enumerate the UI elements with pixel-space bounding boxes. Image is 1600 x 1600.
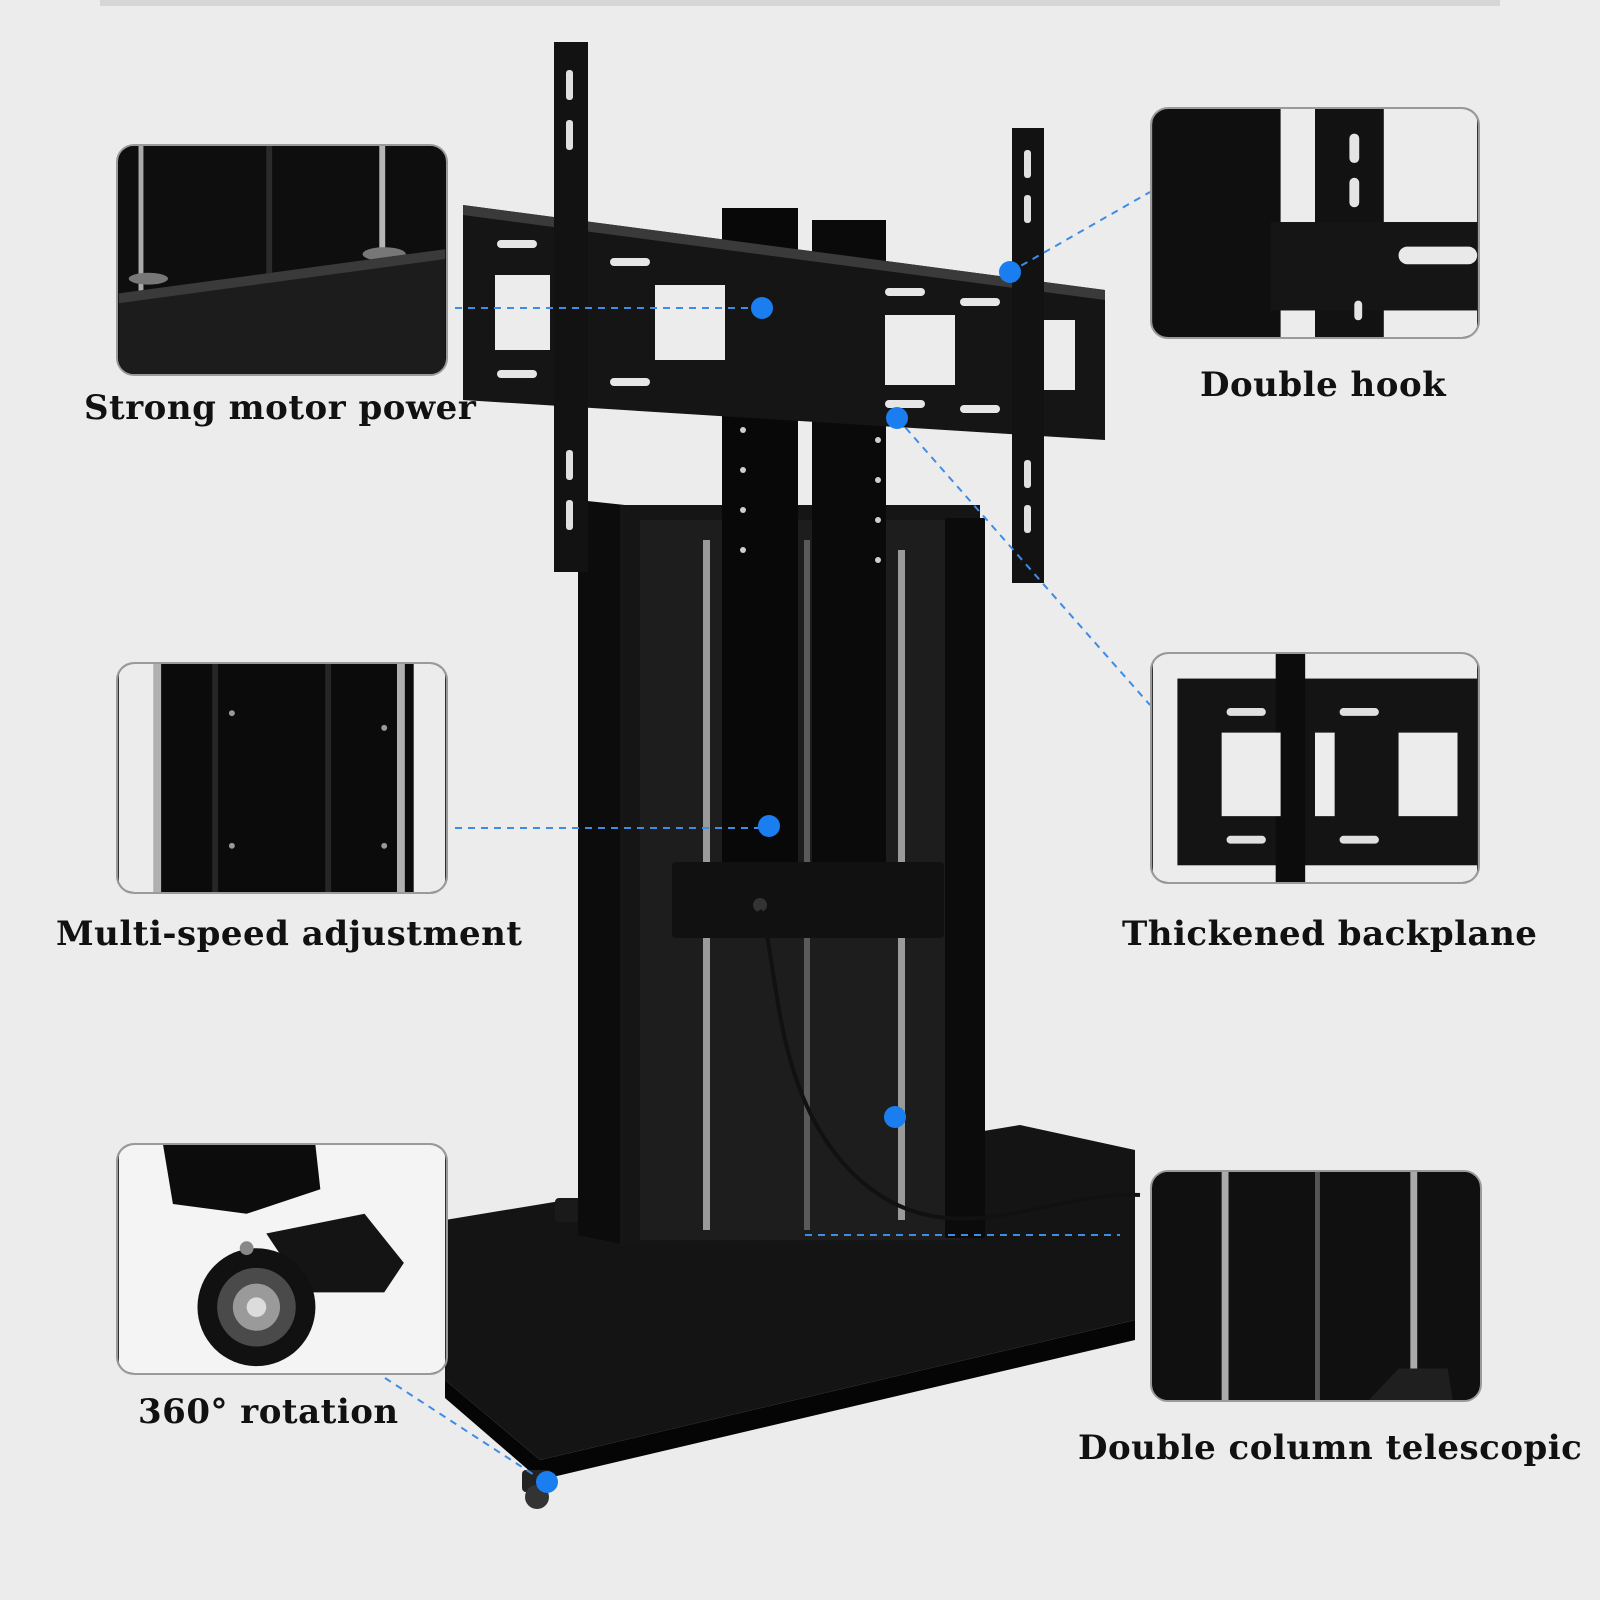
motor-detail-image [118, 146, 446, 374]
top-edge-strip [100, 0, 1500, 6]
callout-dot-rotation [536, 1471, 558, 1493]
column-detail-image [118, 664, 446, 892]
callout-dot-motor [751, 297, 773, 319]
backplane-detail-image [1152, 654, 1478, 882]
callout-line-hook [1009, 191, 1151, 273]
rotation-label: 360° rotation [138, 1392, 399, 1432]
speed-label: Multi-speed adjustment [56, 914, 523, 954]
column-side-right [945, 518, 985, 1238]
callout-dot-hook [999, 261, 1021, 283]
motor-cross-block [672, 862, 944, 938]
column-detail-photo [116, 662, 448, 894]
callout-line-backplane [896, 417, 1151, 706]
motor-detail-photo [116, 144, 448, 376]
mount-plate-slots [495, 240, 1075, 413]
caster-detail-image [118, 1145, 446, 1373]
hook-label: Double hook [1200, 365, 1447, 405]
motor-label: Strong motor power [84, 388, 477, 428]
telescopic-column-photo [1150, 1170, 1482, 1402]
telescopic-detail-image [1152, 1172, 1480, 1400]
caster-wheel-back [555, 1198, 583, 1222]
callout-dot-backplane [886, 407, 908, 429]
backplane-label: Thickened backplane [1122, 914, 1538, 954]
hook-detail-image [1152, 109, 1478, 337]
callout-line-rotation [384, 1377, 546, 1483]
column-housing [578, 500, 625, 1245]
callout-lines [384, 191, 1151, 1483]
telescopic-label: Double column telescopic [1078, 1428, 1583, 1468]
callout-dot-speed [758, 815, 780, 837]
mount-plate-detail-photo [1150, 652, 1480, 884]
callout-dots [536, 261, 1021, 1493]
caster-wheel-photo [116, 1143, 448, 1375]
callout-dot-telescopic [884, 1106, 906, 1128]
power-cable [758, 909, 1141, 1221]
hook-detail-photo [1150, 107, 1480, 339]
